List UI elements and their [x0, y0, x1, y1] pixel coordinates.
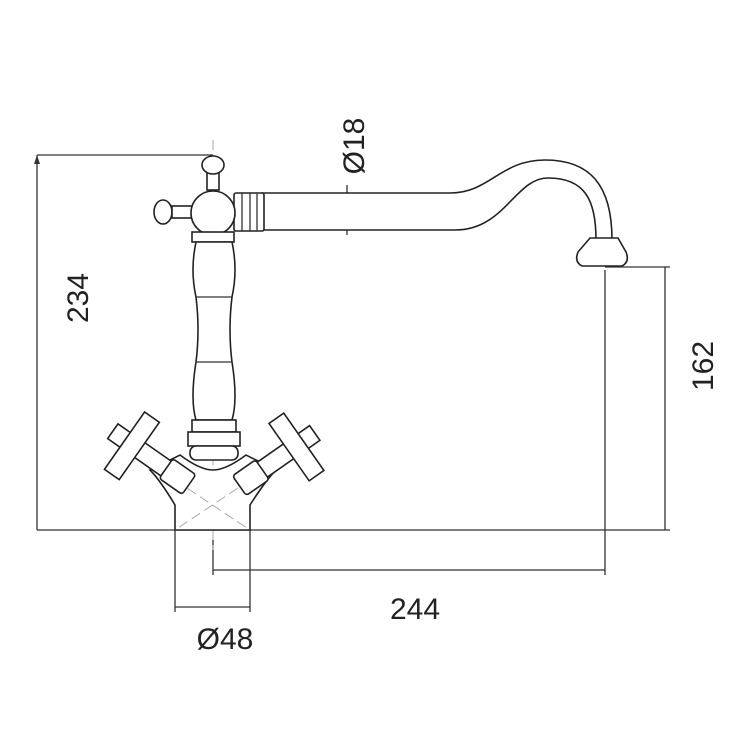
faucet	[103, 140, 629, 550]
column	[192, 241, 236, 421]
spout-outlet	[575, 237, 629, 267]
dim-label-234: 234	[62, 273, 95, 323]
dimension-diameter-18: Ø18	[338, 118, 371, 235]
dim-label-244: 244	[390, 593, 440, 626]
dim-label-d48: Ø48	[197, 623, 254, 656]
top-knob	[201, 155, 225, 175]
dim-label-d18: Ø18	[338, 118, 371, 175]
left-cross-handle	[103, 410, 196, 495]
dimension-244: 244	[212, 270, 606, 626]
dimension-162: 162	[37, 266, 720, 531]
dimension-diameter-48: Ø48	[174, 530, 254, 656]
dim-label-162: 162	[687, 341, 720, 391]
dimension-234: 234	[34, 154, 213, 530]
spout	[261, 159, 613, 241]
right-cross-handle	[232, 412, 326, 496]
side-knob	[153, 199, 173, 225]
